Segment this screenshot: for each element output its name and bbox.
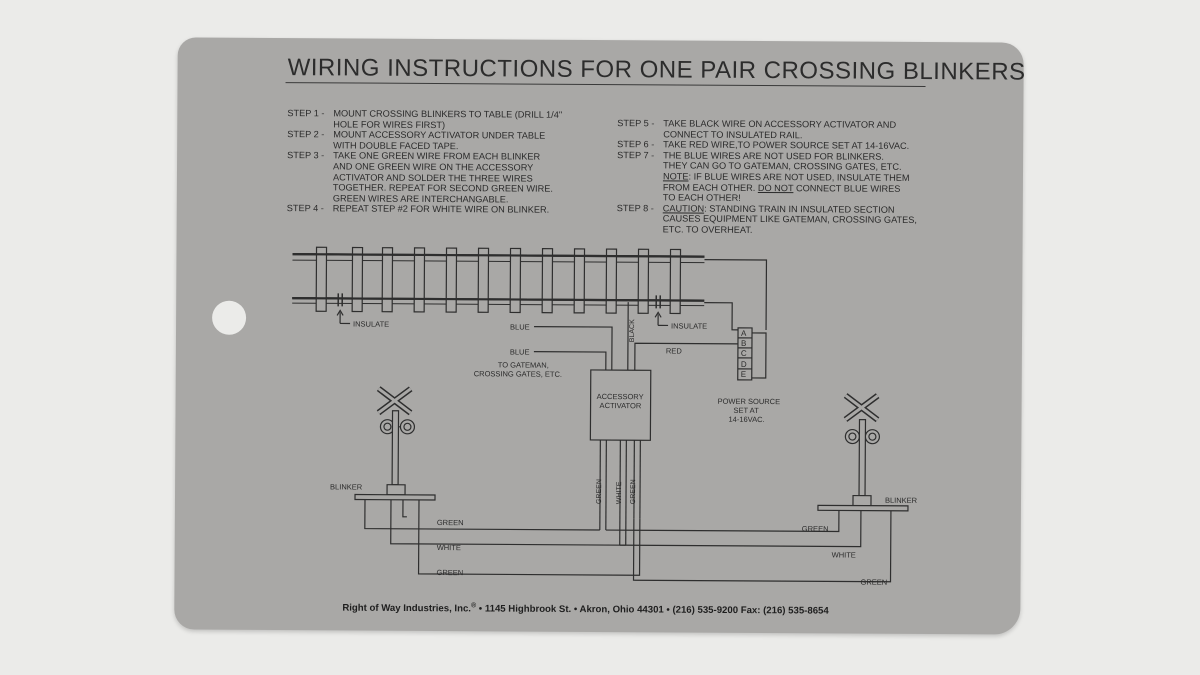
blue-wire-label-1: BLUE bbox=[510, 322, 530, 331]
to-gateman-label-2: CROSSING GATES, ETC. bbox=[474, 369, 562, 379]
blinker-right-label: BLINKER bbox=[885, 496, 918, 505]
red-wire-label: RED bbox=[666, 346, 682, 355]
wire-red bbox=[634, 342, 738, 371]
terminal-d: D bbox=[741, 360, 747, 369]
wire-white-right bbox=[619, 510, 862, 548]
wire-blue-1 bbox=[534, 326, 613, 371]
wire-green-bottom-right-label: GREEN bbox=[860, 578, 887, 587]
blinker-left-icon bbox=[354, 386, 436, 501]
instruction-card: WIRING INSTRUCTIONS FOR ONE PAIR CROSSIN… bbox=[174, 37, 1026, 635]
terminal-b: B bbox=[741, 339, 746, 348]
wire-white-right-label: WHITE bbox=[832, 550, 856, 559]
terminal-a: A bbox=[741, 329, 747, 338]
track-ties bbox=[315, 246, 682, 315]
black-wire-label: BLACK bbox=[629, 319, 636, 342]
wire-green-bottom-left-label: GREEN bbox=[437, 568, 464, 577]
vertical-wire-white bbox=[619, 440, 621, 546]
insulate-label-right: INSULATE bbox=[671, 321, 707, 330]
vertical-wire-green-1 bbox=[599, 440, 601, 531]
to-gateman-label-1: TO GATEMAN, bbox=[498, 360, 549, 369]
power-source-label-2: SET AT bbox=[734, 406, 760, 415]
wire-white-left bbox=[390, 499, 626, 546]
company-name: Right of Way Industries, Inc. bbox=[342, 602, 472, 615]
wiring-diagram: INSULATE INSULATE BLUE BLUE RED BLACK TO… bbox=[292, 246, 918, 587]
terminal-e: E bbox=[741, 370, 746, 379]
blinker-left-label: BLINKER bbox=[330, 482, 363, 491]
power-source-label-3: 14-16VAC. bbox=[728, 415, 764, 424]
wire-blue-2 bbox=[533, 351, 607, 371]
wire-green-top-left-label: GREEN bbox=[437, 518, 464, 527]
activator-label-1: ACCESSORY bbox=[597, 392, 644, 401]
terminal-c: C bbox=[741, 349, 747, 358]
wire-green-top-right-label: GREEN bbox=[802, 524, 829, 533]
vertical-green-label-2: GREEN bbox=[630, 479, 637, 504]
wire-green-top-left bbox=[364, 499, 600, 531]
wire-green-bottom-right bbox=[632, 510, 892, 583]
wire-white-left-label: WHITE bbox=[437, 543, 461, 552]
company-address: • 1145 Highbrook St. • Akron, Ohio 44301… bbox=[476, 603, 829, 617]
wire-rail-to-terminal bbox=[704, 259, 768, 331]
vertical-green-label-1: GREEN bbox=[596, 479, 603, 504]
wire-green-bottom-left bbox=[417, 499, 641, 576]
power-source-label-1: POWER SOURCE bbox=[718, 397, 781, 406]
wire-black bbox=[621, 302, 629, 374]
wire-green-top-right bbox=[605, 510, 840, 533]
terminal-block bbox=[737, 327, 753, 381]
insulate-label-left: INSULATE bbox=[353, 319, 389, 328]
blinker-right-icon bbox=[817, 393, 909, 512]
activator-label-2: ACTIVATOR bbox=[600, 401, 642, 410]
blue-wire-label-2: BLUE bbox=[510, 347, 530, 356]
vertical-white-label: WHITE bbox=[616, 481, 623, 504]
